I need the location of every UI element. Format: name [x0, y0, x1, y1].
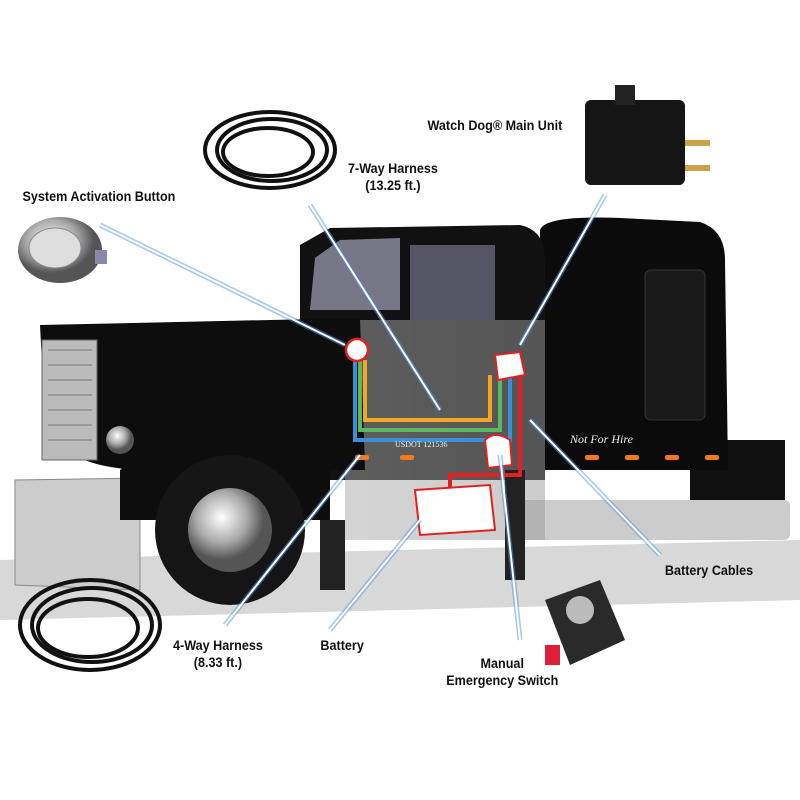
- label-four-way-harness: 4-Way Harness(8.33 ft.): [173, 637, 263, 671]
- label-text: System Activation Button: [22, 188, 176, 204]
- label-text: Emergency Switch: [446, 672, 559, 688]
- battery-marker: [413, 483, 497, 537]
- headlight: [106, 426, 134, 454]
- fuel-tank: [520, 500, 790, 540]
- activation-button-marker: [344, 337, 370, 363]
- label-activation-button: System Activation Button: [22, 188, 175, 205]
- label-text: Watch Dog® Main Unit: [427, 117, 563, 133]
- label-text: (13.25 ft.): [365, 177, 421, 193]
- seven-way-harness-photo: [203, 110, 337, 190]
- bumper: [14, 477, 141, 591]
- label-seven-way-harness: 7-Way Harness(13.25 ft.): [348, 160, 438, 194]
- mud-flap: [320, 520, 345, 590]
- activation-button-photo: [18, 217, 107, 283]
- pointer-lines: [99, 194, 661, 641]
- main-unit-marker: [493, 350, 527, 382]
- door-text: Not For Hire: [570, 432, 633, 446]
- label-text: Battery: [320, 637, 364, 653]
- side-window: [410, 245, 495, 320]
- grille-bars: [48, 349, 92, 441]
- four-way-harness-photo: [18, 578, 162, 672]
- label-main-unit: Watch Dog® Main Unit: [427, 117, 562, 134]
- label-battery: Battery: [320, 637, 363, 654]
- grille: [41, 339, 98, 461]
- label-text: Battery Cables: [664, 562, 754, 578]
- emergency-switch-photo: [545, 580, 625, 665]
- sleeper-door: [644, 269, 706, 421]
- label-text: (8.33 ft.): [193, 654, 243, 670]
- switch-marker: [483, 434, 514, 470]
- usdot-text: USDOT 121536: [395, 440, 448, 449]
- label-text: 7-Way Harness: [347, 160, 438, 176]
- label-text: 4-Way Harness: [172, 637, 263, 653]
- hub: [188, 488, 272, 572]
- label-battery-cables: Battery Cables: [665, 562, 753, 579]
- label-text: Manual: [480, 655, 524, 671]
- wiring: [353, 360, 522, 490]
- main-unit-photo: [585, 85, 710, 185]
